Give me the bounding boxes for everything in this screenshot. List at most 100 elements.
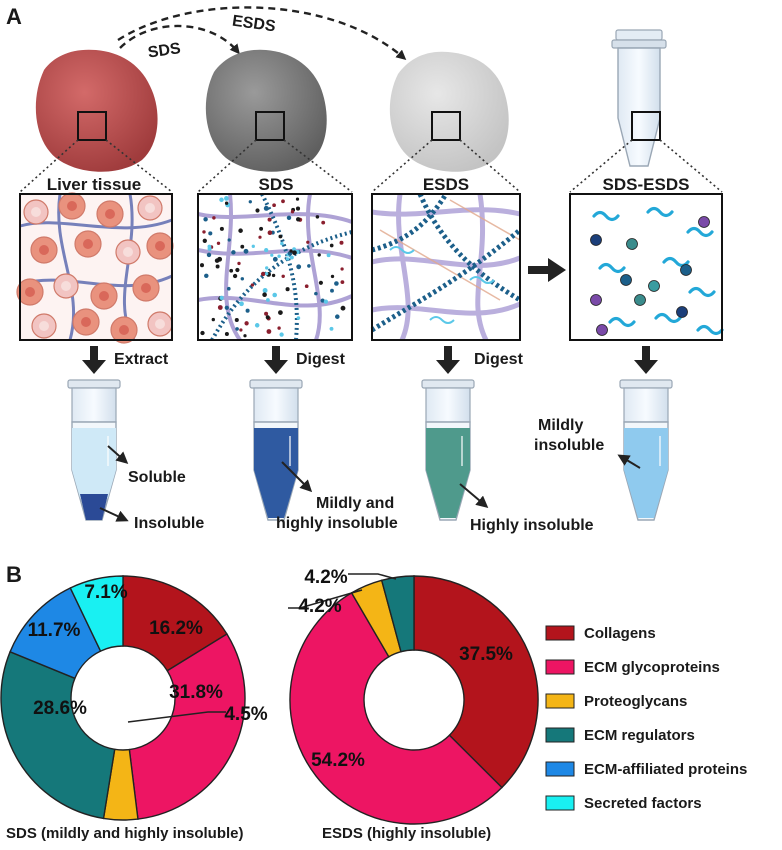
cell-nucleus [119, 325, 129, 335]
tube2-label-line2: highly insoluble [276, 515, 398, 532]
particle-dot [335, 314, 340, 319]
particle-dot [266, 329, 272, 334]
particle-dot [226, 286, 231, 291]
particle-dot [279, 332, 284, 337]
esds-dashed-arrow [117, 6, 407, 60]
particle-dot [243, 248, 249, 254]
particle-dot [295, 217, 301, 222]
particle-dot [258, 235, 262, 239]
particle-dot [216, 241, 221, 245]
particle-dot [227, 238, 231, 242]
sds-donut-chart [0, 575, 246, 821]
legend-swatch [545, 625, 575, 641]
pct-label-collagens: 16.2% [149, 618, 203, 639]
sample-tube [421, 379, 475, 521]
sample-tube [619, 379, 673, 521]
tube1-soluble-label: Soluble [128, 469, 186, 486]
protein-particle [680, 264, 692, 276]
donut-slice-collagens [122, 575, 228, 672]
protein-particle [676, 306, 688, 318]
particle-dot [234, 317, 239, 323]
pct-label-ecm-glycoproteins: 31.8% [169, 682, 223, 703]
particle-dot [320, 298, 325, 303]
cell-nucleus [145, 203, 155, 213]
cell-nucleus [61, 281, 71, 291]
particle-dot [290, 210, 295, 214]
panel-label-b: B [6, 562, 22, 587]
tube-liquid [624, 428, 668, 518]
cell-nucleus [141, 283, 151, 293]
down-arrows [82, 346, 658, 374]
particle-dot [271, 273, 276, 278]
esds-proteoglycan-callout [288, 589, 363, 609]
particle-dot [340, 305, 346, 311]
particle-dot [239, 301, 244, 307]
protein-particle [626, 238, 638, 250]
donut-slice-secreted-factors [69, 575, 124, 653]
panel-label-a: A [6, 4, 22, 29]
particle-dot [280, 241, 284, 246]
particle-dot [317, 253, 321, 257]
esds-regulator-callout [348, 573, 397, 580]
step-extract: Extract [114, 351, 169, 368]
particle-dot [329, 326, 334, 331]
particle-dot [240, 244, 245, 249]
particle-dot [315, 215, 320, 219]
legend-swatch [545, 693, 575, 709]
particle-dot [244, 321, 249, 326]
particle-dot [224, 331, 229, 337]
particle-dot [330, 288, 334, 293]
particle-dot [231, 250, 236, 255]
particle-dot [224, 201, 229, 205]
particle-dot [289, 255, 294, 260]
sds-proteoglycan-callout [127, 711, 226, 723]
particle-dot [323, 299, 329, 304]
sds-zoom-box [197, 193, 353, 342]
cell-nucleus [123, 247, 133, 257]
cell-nucleus [39, 245, 49, 255]
particle-dot [260, 271, 266, 277]
particle-dot [272, 203, 276, 208]
particle-dot [202, 238, 207, 243]
particle-dot [295, 197, 300, 201]
pct-label-proteoglycans: 4.5% [224, 704, 267, 725]
particle-dot [219, 226, 224, 231]
zoom-title-liver: Liver tissue [47, 175, 142, 194]
particle-dot [278, 234, 283, 239]
peptide-fragment [592, 210, 620, 222]
particle-dot [251, 244, 255, 248]
sample-tube [67, 379, 121, 521]
particle-dot [224, 305, 229, 310]
particle-dot [265, 298, 270, 302]
particle-dot [206, 252, 212, 258]
particle-dot [277, 326, 281, 330]
particle-dot [219, 197, 224, 203]
sds-esds-zoom-box [569, 193, 724, 341]
pct-label-proteoglycans: 4.2% [298, 596, 341, 617]
protein-particle [648, 280, 660, 292]
esds-arrow-label: ESDS [231, 13, 277, 36]
pct-label-ecm-regulators: 4.2% [304, 567, 347, 588]
tube4-label-line1: Mildly [538, 417, 583, 434]
protein-particle [698, 216, 710, 228]
particle-dot [318, 280, 323, 285]
to-sds-esds-arrow [528, 258, 566, 282]
particle-dot [250, 283, 255, 287]
particle-dot [212, 216, 216, 220]
protein-particle [620, 274, 632, 286]
particle-dot [270, 253, 274, 257]
particle-dot [321, 220, 326, 225]
cell-nucleus [105, 209, 115, 219]
particle-dot [330, 274, 335, 279]
sample-tube [249, 379, 303, 521]
pct-label-secreted-factors: 7.1% [84, 582, 127, 603]
cell-nucleus [81, 317, 91, 327]
particle-dot [307, 264, 311, 268]
peptide-fragment [646, 206, 674, 218]
cell-nucleus [99, 291, 109, 301]
pct-label-collagens: 37.5% [459, 644, 513, 665]
particle-dot [292, 250, 297, 256]
esds-zoom-box [370, 192, 522, 342]
esds-donut-chart [289, 575, 539, 825]
